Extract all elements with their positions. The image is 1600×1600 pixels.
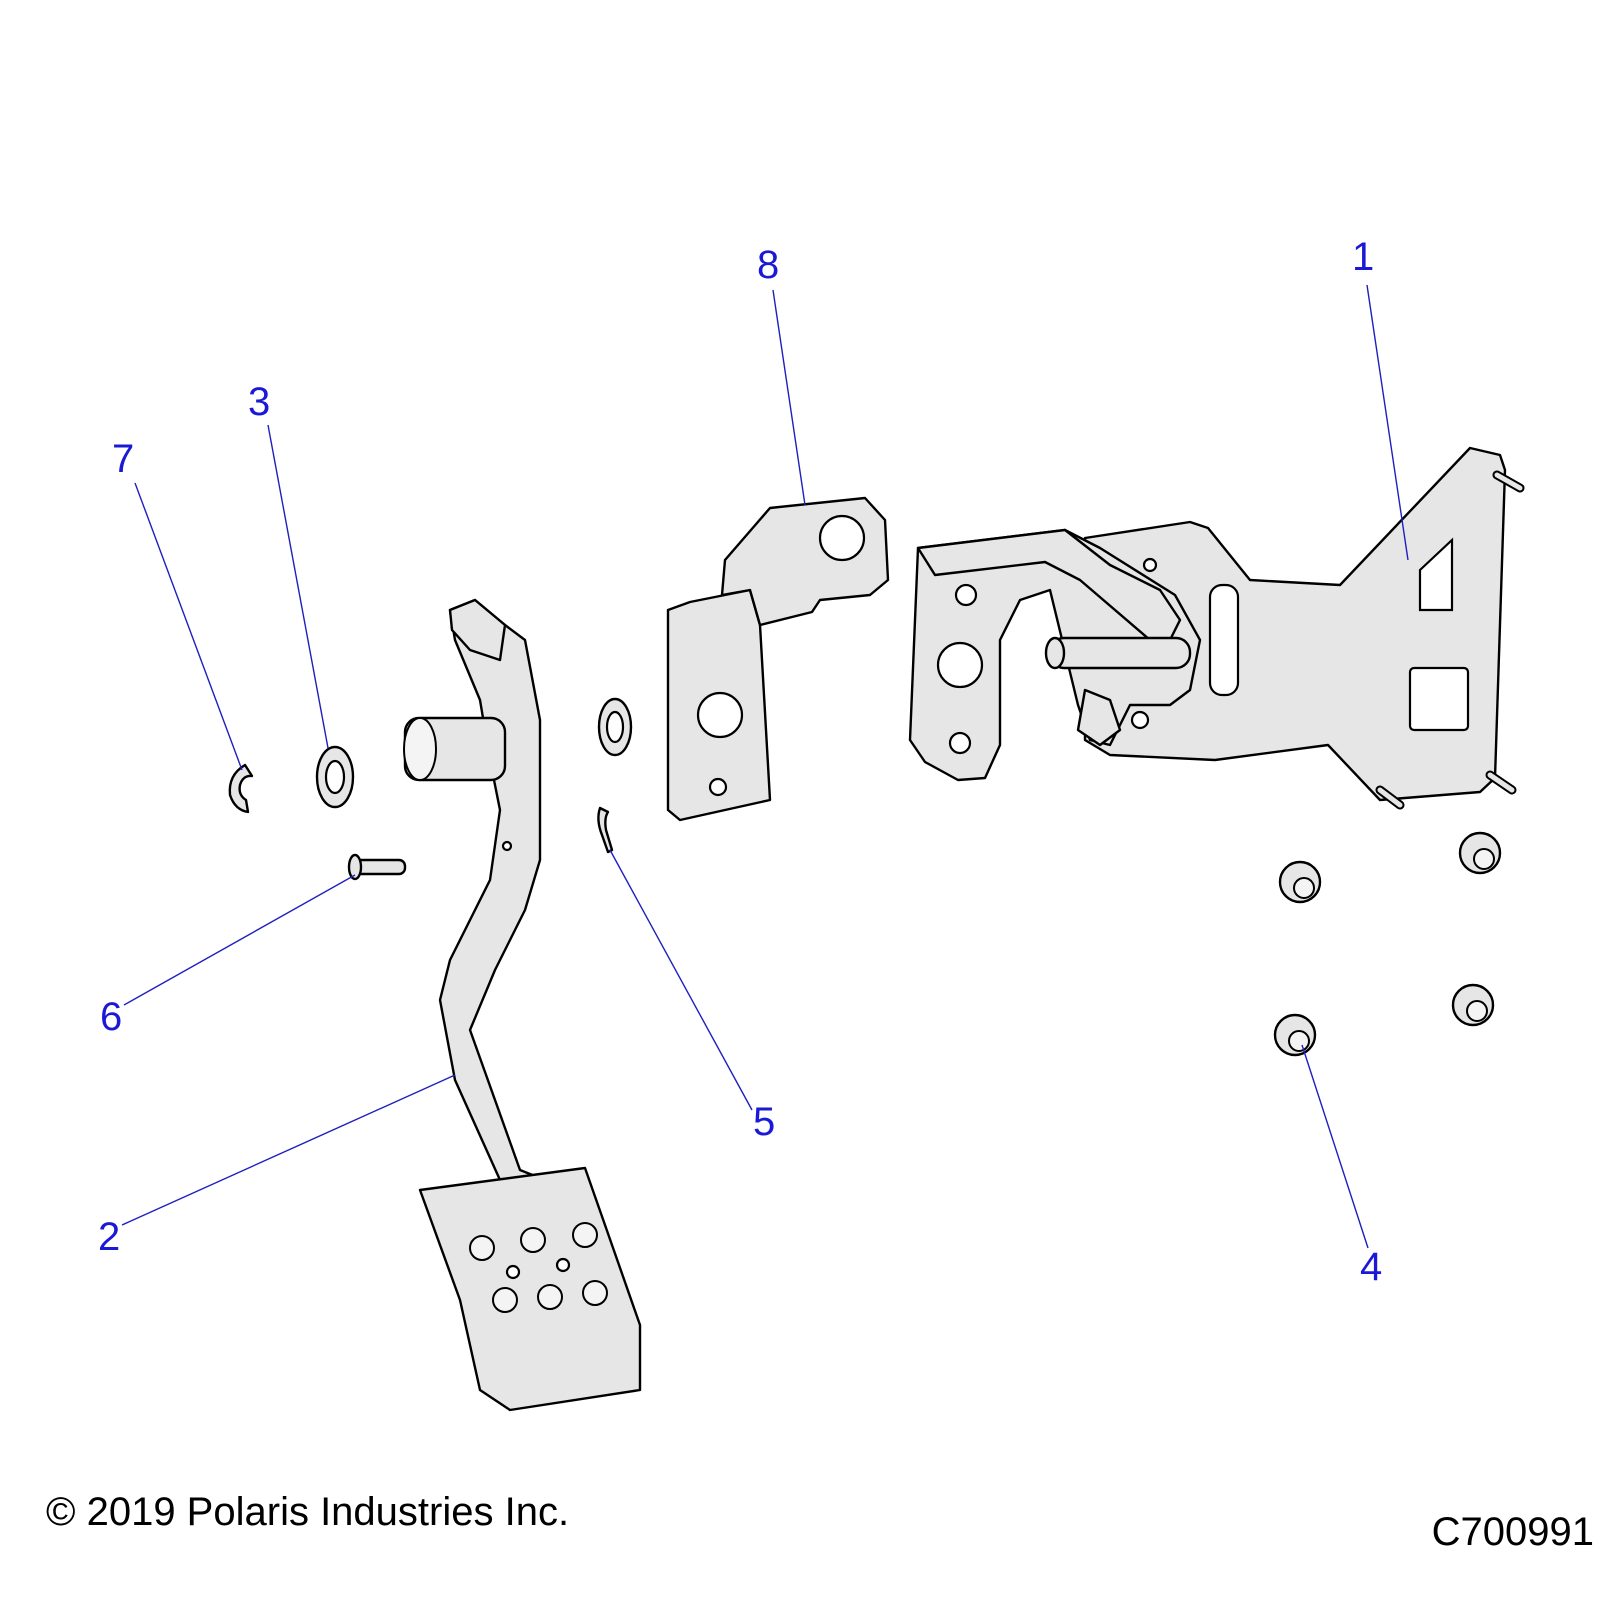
callout-5: 5	[753, 1100, 775, 1144]
leader-6	[123, 874, 356, 1006]
part-6-clevis-pin	[347, 853, 407, 881]
callouts: 1 2 3 4 5 6 7 8	[98, 235, 1382, 1289]
copyright-notice: © 2019 Polaris Industries Inc.	[46, 1490, 570, 1534]
leader-lines	[121, 284, 1409, 1249]
diagram-code: C700991	[1431, 1510, 1594, 1554]
leader-4	[1301, 1044, 1369, 1249]
callout-6: 6	[100, 995, 122, 1039]
part-4-flange-nuts	[1273, 831, 1502, 1057]
leader-1	[1366, 284, 1409, 561]
callout-8: 8	[757, 243, 779, 287]
part-1-mounting-bracket	[908, 446, 1525, 810]
part-8-bracket	[666, 496, 890, 822]
leader-3	[267, 424, 329, 749]
leader-5	[609, 849, 753, 1111]
callout-1: 1	[1352, 235, 1374, 279]
part-5-cotter-pin	[597, 806, 614, 854]
part-2-pedal-arm	[403, 598, 642, 1412]
leader-8	[772, 289, 806, 506]
callout-4: 4	[1360, 1245, 1382, 1289]
leader-7	[134, 482, 243, 771]
callout-2: 2	[98, 1215, 120, 1259]
callout-3: 3	[248, 380, 270, 424]
leader-2	[121, 1074, 456, 1226]
part-3-bushing	[315, 697, 633, 809]
callout-7: 7	[112, 437, 134, 481]
part-7-e-clip	[228, 763, 254, 814]
